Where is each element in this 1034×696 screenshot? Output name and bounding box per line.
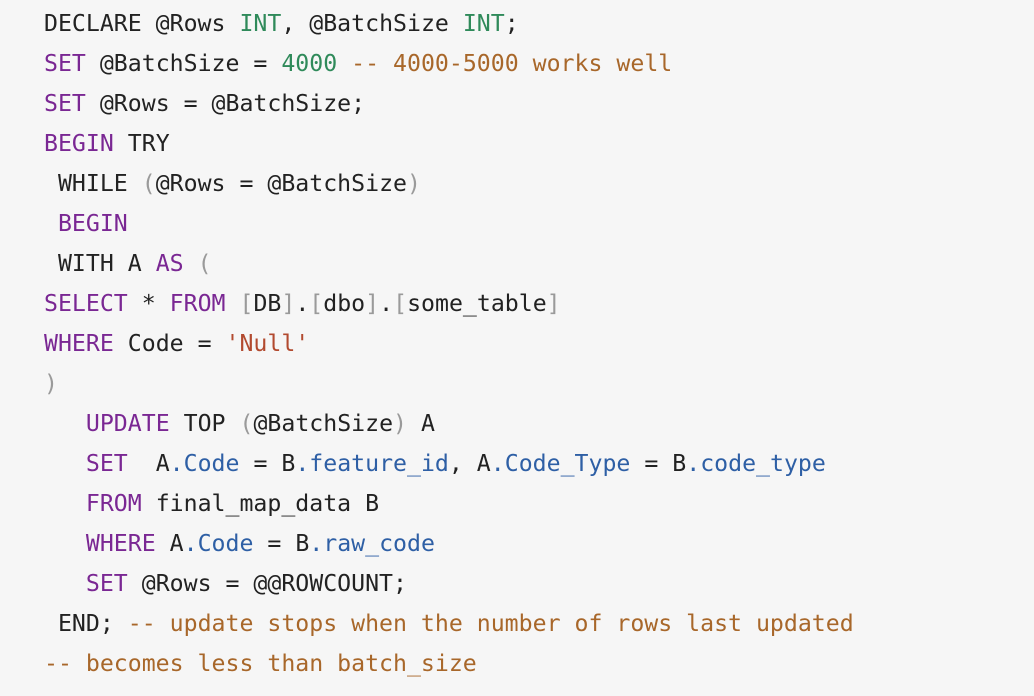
code-token: -- update stops when the number of rows … — [127, 610, 854, 637]
code-token: TRY — [113, 130, 170, 157]
code-token: SET — [85, 450, 128, 477]
code-token: INT — [462, 10, 505, 37]
code-token: SET — [44, 90, 86, 117]
code-token: ] — [365, 290, 380, 317]
code-token: ] — [281, 290, 296, 317]
code-line: WHERE A.Code = B.raw_code — [44, 524, 854, 564]
code-token: ) — [44, 370, 58, 397]
code-token: SET — [85, 570, 128, 597]
code-line: END; -- update stops when the number of … — [44, 604, 854, 644]
code-token: @BatchSize = — [85, 50, 282, 77]
code-line: UPDATE TOP (@BatchSize) A — [44, 404, 854, 444]
code-token: ; — [504, 10, 519, 37]
code-token: FROM — [85, 490, 142, 517]
code-token: 4000 — [281, 50, 338, 77]
code-token: ( — [239, 410, 254, 437]
code-token: [ — [309, 290, 324, 317]
code-token: @Rows = @BatchSize — [155, 170, 407, 197]
code-token — [44, 570, 86, 597]
code-line: -- becomes less than batch_size — [44, 644, 854, 684]
code-line: SET @BatchSize = 4000 -- 4000-5000 works… — [44, 44, 854, 84]
code-line: BEGIN — [44, 204, 854, 244]
code-token: final_map_data B — [141, 490, 380, 517]
code-token: BEGIN — [44, 130, 114, 157]
code-token: DECLARE @Rows — [44, 10, 240, 37]
code-token: ( — [197, 250, 212, 277]
code-token: WITH A — [44, 250, 156, 277]
code-line: WHILE (@Rows = @BatchSize) — [44, 164, 854, 204]
code-token: WHERE — [85, 530, 156, 557]
code-token: * — [127, 290, 170, 317]
code-line: SET @Rows = @@ROWCOUNT; — [44, 564, 854, 604]
code-line: FROM final_map_data B — [44, 484, 854, 524]
code-line: WITH A AS ( — [44, 244, 854, 284]
code-token: ) — [393, 410, 408, 437]
code-token: 'Null' — [225, 330, 310, 357]
code-token: TOP — [169, 410, 240, 437]
code-token: = B — [253, 530, 310, 557]
code-token — [226, 290, 240, 317]
code-token: SET — [44, 50, 86, 77]
code-token: .code_type — [686, 450, 826, 477]
code-token: [ — [239, 290, 254, 317]
code-token: INT — [239, 10, 282, 37]
code-token: @Rows = @BatchSize; — [85, 90, 366, 117]
code-token: .feature_id — [295, 450, 449, 477]
code-line: BEGIN TRY — [44, 124, 854, 164]
code-line: DECLARE @Rows INT, @BatchSize INT; — [44, 4, 854, 44]
code-token: .Code_Type — [490, 450, 631, 477]
code-token: , @BatchSize — [281, 10, 463, 37]
code-token: @Rows = @@ROWCOUNT; — [127, 570, 407, 597]
code-token: Code = — [113, 330, 226, 357]
code-token: A — [407, 410, 435, 437]
code-token: -- 4000-5000 works well — [351, 50, 673, 77]
code-token: . — [295, 290, 310, 317]
code-token: DB — [253, 290, 282, 317]
code-token: BEGIN — [57, 210, 128, 237]
code-token — [44, 210, 58, 237]
code-line: SELECT * FROM [DB].[dbo].[some_table] — [44, 284, 854, 324]
code-token — [44, 410, 86, 437]
code-token: = B — [630, 450, 687, 477]
code-token: AS — [155, 250, 184, 277]
code-line: SET @Rows = @BatchSize; — [44, 84, 854, 124]
code-token: .Code — [183, 530, 254, 557]
code-token: = B — [239, 450, 296, 477]
code-token: some_table — [407, 290, 547, 317]
code-token: END; — [44, 610, 128, 637]
sql-code[interactable]: DECLARE @Rows INT, @BatchSize INT;SET @B… — [44, 4, 854, 684]
code-line: ) — [44, 364, 854, 404]
code-token: UPDATE — [85, 410, 170, 437]
code-token: .raw_code — [309, 530, 435, 557]
code-token: -- becomes less than batch_size — [44, 650, 477, 677]
code-token: [ — [393, 290, 408, 317]
code-line: WHERE Code = 'Null' — [44, 324, 854, 364]
code-token: dbo — [323, 290, 366, 317]
code-token — [337, 50, 351, 77]
code-token: ( — [141, 170, 156, 197]
code-token: WHERE — [44, 330, 114, 357]
code-token: SELECT — [44, 290, 128, 317]
code-token: , A — [448, 450, 491, 477]
code-token — [44, 490, 86, 517]
code-token — [184, 250, 198, 277]
code-token — [44, 530, 86, 557]
code-token: . — [379, 290, 394, 317]
code-token: A — [127, 450, 170, 477]
code-token: A — [155, 530, 184, 557]
code-line: SET A.Code = B.feature_id, A.Code_Type =… — [44, 444, 854, 484]
code-token: @BatchSize — [253, 410, 394, 437]
code-token: WHILE — [44, 170, 142, 197]
code-token: FROM — [169, 290, 226, 317]
code-token: ] — [546, 290, 561, 317]
code-token: ) — [406, 170, 421, 197]
code-token — [44, 450, 86, 477]
code-token: .Code — [169, 450, 240, 477]
